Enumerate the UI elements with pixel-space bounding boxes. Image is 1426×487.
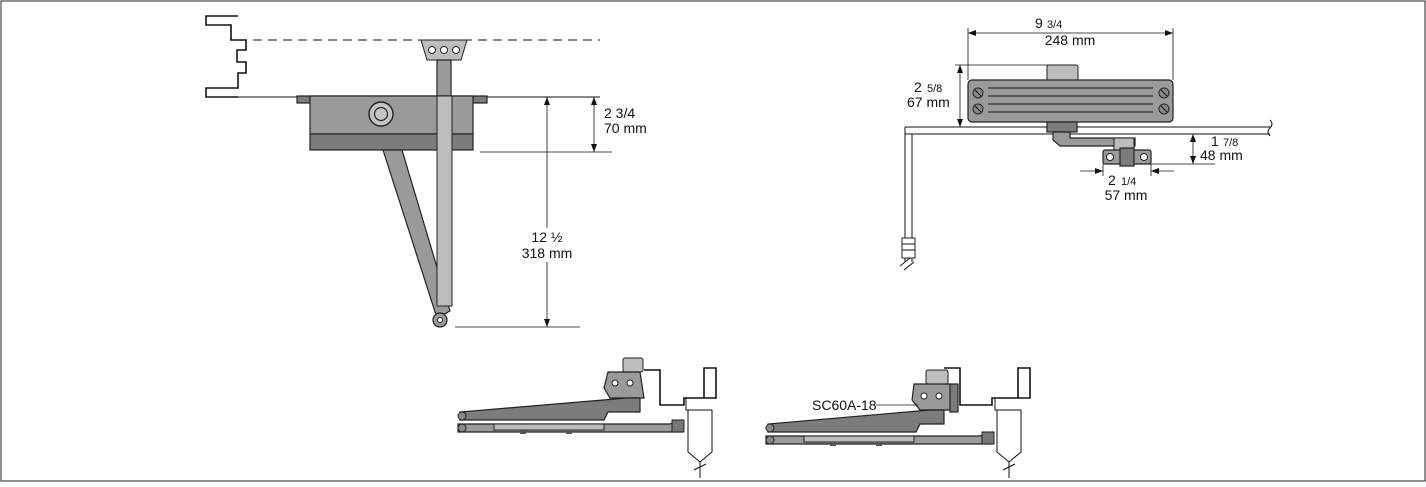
main-arm (382, 149, 451, 319)
frame-channel-plan (944, 367, 1031, 406)
valve-cap-plan (925, 369, 949, 385)
dim-length-frac: 3/4 (1047, 19, 1062, 31)
left-elevation-view: 2 3/4 70 mm 12 ½ 318 mm (205, 15, 647, 328)
arm-base (1046, 121, 1078, 133)
break-line (1267, 119, 1273, 137)
dim-width-frac: 1/4 (1121, 176, 1136, 188)
arm-slot (803, 435, 915, 443)
shoe-screw-icon (1140, 153, 1148, 161)
dim-length-mm: 248 mm (1045, 32, 1096, 48)
dim-label-mask (518, 228, 578, 262)
break-line (693, 463, 707, 471)
forearm (436, 95, 453, 307)
dim-projection-frac: 12 ½ (531, 229, 562, 245)
right-elevation-view: 9 3/4 248 mm 2 5/8 67 mm (899, 15, 1273, 271)
closer-body-plan (911, 383, 955, 411)
break-line (899, 257, 915, 271)
shoe-screw (440, 46, 448, 54)
dim-length-whole: 9 (1035, 15, 1043, 31)
dim-drop-whole: 1 (1211, 133, 1219, 149)
valve-cap-plan (622, 357, 644, 373)
shoe-screw (428, 46, 436, 54)
dim-width-whole: 2 (1108, 172, 1116, 188)
dim-depth-frac: 2 3/4 (604, 105, 635, 121)
dim-projection-mm: 318 mm (522, 245, 573, 261)
dim-depth-mm: 70 mm (604, 120, 647, 136)
break-line (1002, 463, 1016, 471)
door-hinge (901, 237, 916, 259)
shoe-screw-icon (1106, 153, 1114, 161)
closer-valve-cap (1046, 64, 1079, 82)
shoe-stem (436, 59, 452, 97)
shoe-pivot (1119, 147, 1135, 167)
frame-channel (205, 15, 247, 98)
part-callout-label: SC60A-18 (812, 397, 877, 413)
elbow-pin-icon (437, 317, 443, 323)
bottom-right-plan-view: SC60A-18 (765, 367, 1031, 478)
dim-height-whole: 2 (914, 79, 922, 95)
door-section (994, 398, 1022, 463)
dim-height-frac: 5/8 (927, 83, 942, 95)
dim-height-mm: 67 mm (907, 94, 950, 110)
pinion-cap (368, 101, 394, 127)
arm-slot (493, 423, 605, 431)
dim-drop-mm: 48 mm (1200, 147, 1243, 163)
shoe-screw (452, 46, 460, 54)
main-arm-plan (459, 397, 641, 421)
main-arm-plan (767, 409, 945, 433)
dim-width-mm: 57 mm (1105, 187, 1148, 203)
pinion-icon (373, 106, 389, 122)
door-section (685, 398, 713, 463)
dim-drop-frac: 7/8 (1223, 137, 1238, 149)
mounting-screw-icon (972, 87, 1170, 115)
closer-body-side (967, 79, 1174, 123)
closer-body-plan (603, 371, 645, 399)
drop-plate (949, 383, 959, 413)
frame-channel-plan (644, 367, 717, 406)
bottom-left-plan-view (457, 357, 717, 478)
